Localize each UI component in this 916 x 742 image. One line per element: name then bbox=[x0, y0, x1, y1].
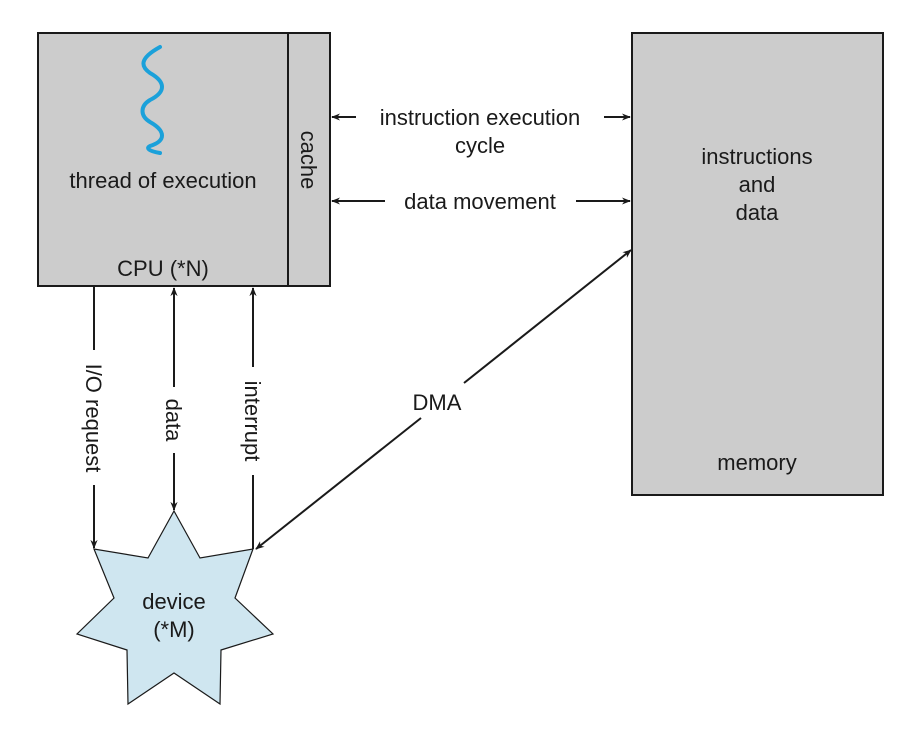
memory-box: instructions and data memory bbox=[631, 32, 884, 496]
thread-label: thread of execution bbox=[69, 168, 256, 193]
cache-label: cache bbox=[296, 131, 321, 190]
device-star-shape bbox=[75, 509, 275, 706]
data-label: data bbox=[161, 399, 186, 443]
instruction-cycle-label-line1: instruction execution bbox=[380, 105, 581, 130]
dma-arrow-to-memory bbox=[463, 249, 632, 384]
dma-label: DMA bbox=[413, 390, 462, 415]
dma-arrow-to-device bbox=[255, 417, 422, 550]
data-movement-connection: data movement bbox=[331, 189, 631, 214]
data-movement-label: data movement bbox=[404, 189, 556, 214]
interrupt-label: interrupt bbox=[240, 381, 265, 462]
instruction-cycle-connection: instruction execution cycle bbox=[331, 105, 631, 158]
data-connection: data bbox=[161, 287, 186, 511]
thread-wave-icon bbox=[140, 45, 164, 155]
io-request-connection: I/O request bbox=[81, 287, 106, 549]
instruction-cycle-label-line2: cycle bbox=[455, 133, 505, 158]
device-star: device (*M) bbox=[75, 509, 275, 706]
device-label-line2: (*M) bbox=[153, 617, 195, 642]
cpu-box: thread of execution CPU (*N) cache bbox=[37, 32, 331, 287]
memory-content-line2: and bbox=[739, 172, 776, 197]
memory-label: memory bbox=[717, 450, 796, 475]
memory-content-line1: instructions bbox=[701, 144, 812, 169]
memory-content-line3: data bbox=[736, 200, 780, 225]
io-request-label: I/O request bbox=[81, 364, 106, 473]
device-label-line1: device bbox=[142, 589, 206, 614]
cpu-label: CPU (*N) bbox=[117, 256, 209, 281]
interrupt-connection: interrupt bbox=[240, 287, 265, 549]
dma-connection: DMA bbox=[255, 249, 632, 550]
cpu-rect bbox=[37, 32, 331, 287]
memory-rect bbox=[631, 32, 884, 496]
